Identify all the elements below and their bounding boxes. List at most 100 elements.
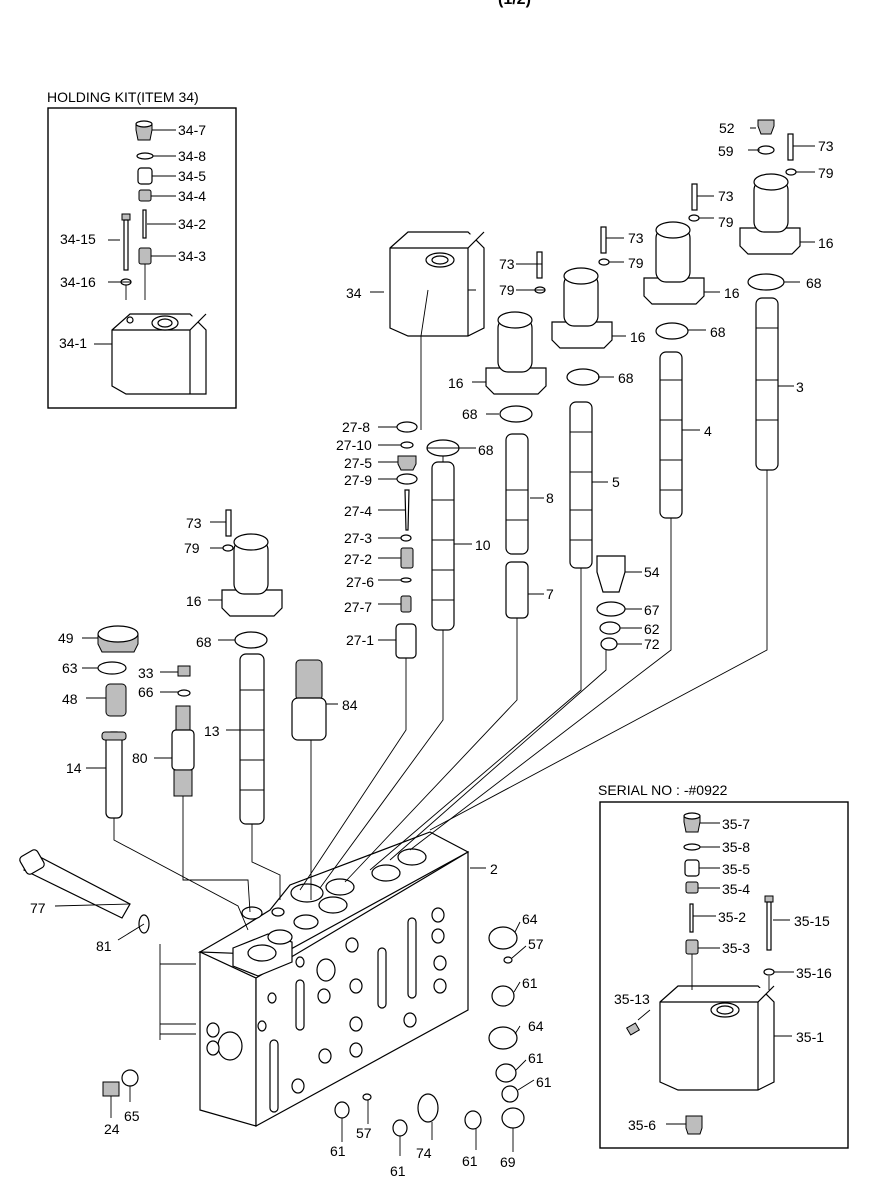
callout-label: 68 bbox=[478, 442, 494, 458]
callout-label: 24 bbox=[104, 1121, 120, 1137]
callout-label: 48 bbox=[62, 691, 78, 707]
callout-label: 73 bbox=[718, 188, 734, 204]
cap-16-c bbox=[551, 267, 613, 349]
callout-label: 13 bbox=[204, 723, 220, 739]
callout-label: 34-15 bbox=[60, 231, 96, 247]
callout-label: 35-4 bbox=[722, 881, 750, 897]
callout-label: 35-6 bbox=[628, 1117, 656, 1133]
callout-label: 16 bbox=[724, 285, 740, 301]
cap-16-e bbox=[221, 533, 283, 617]
callout-labels: 34-734-834-534-434-234-1534-334-1634-134… bbox=[30, 120, 834, 1179]
callout-label: 8 bbox=[546, 490, 554, 506]
callout-label: 35-13 bbox=[614, 991, 650, 1007]
cap-16-a bbox=[739, 173, 801, 255]
callout-label: 72 bbox=[644, 636, 660, 652]
callout-label: 35-5 bbox=[722, 861, 750, 877]
callout-label: 34-2 bbox=[178, 216, 206, 232]
small-parts bbox=[19, 119, 797, 1137]
callout-label: 35-1 bbox=[796, 1029, 824, 1045]
callout-label: 68 bbox=[806, 275, 822, 291]
leader-lines bbox=[54, 127, 815, 1156]
callout-label: 79 bbox=[628, 255, 644, 271]
callout-label: 64 bbox=[528, 1018, 544, 1034]
callout-label: 35-16 bbox=[796, 965, 832, 981]
callout-label: 68 bbox=[462, 406, 478, 422]
callout-label: 79 bbox=[184, 540, 200, 556]
callout-label: 35-15 bbox=[794, 913, 830, 929]
callout-label: 61 bbox=[528, 1050, 544, 1066]
cap-16-d bbox=[485, 311, 547, 395]
callout-label: 27-1 bbox=[346, 632, 374, 648]
callout-label: 16 bbox=[448, 375, 464, 391]
callout-label: 7 bbox=[546, 586, 554, 602]
callout-label: 64 bbox=[522, 911, 538, 927]
callout-label: 16 bbox=[630, 329, 646, 345]
callout-label: 73 bbox=[818, 138, 834, 154]
callout-label: 2 bbox=[490, 861, 498, 877]
callout-label: 79 bbox=[818, 165, 834, 181]
callout-label: 79 bbox=[718, 214, 734, 230]
callout-label: 27-9 bbox=[344, 472, 372, 488]
callout-label: 34-16 bbox=[60, 274, 96, 290]
callout-label: 77 bbox=[30, 900, 46, 916]
callout-label: 34-4 bbox=[178, 188, 206, 204]
callout-label: 3 bbox=[796, 379, 804, 395]
callout-label: 68 bbox=[710, 324, 726, 340]
callout-label: 61 bbox=[390, 1163, 406, 1179]
callout-label: 10 bbox=[475, 537, 491, 553]
callout-label: 34-8 bbox=[178, 148, 206, 164]
callout-label: 34-5 bbox=[178, 168, 206, 184]
serial-title: SERIAL NO : -#0922 bbox=[598, 782, 728, 798]
callout-label: 61 bbox=[462, 1153, 478, 1169]
callout-label: 57 bbox=[356, 1125, 372, 1141]
callout-label: 73 bbox=[628, 230, 644, 246]
callout-label: 49 bbox=[58, 630, 74, 646]
callout-label: 34 bbox=[346, 285, 362, 301]
holding-kit-inset: HOLDING KIT(ITEM 34) bbox=[47, 89, 237, 409]
callout-label: 61 bbox=[330, 1143, 346, 1159]
callout-label: 61 bbox=[522, 975, 538, 991]
callout-label: 35-2 bbox=[718, 909, 746, 925]
callout-label: 27-3 bbox=[344, 530, 372, 546]
callout-label: 27-8 bbox=[342, 419, 370, 435]
callout-label: 34-3 bbox=[178, 248, 206, 264]
callout-label: 4 bbox=[704, 423, 712, 439]
callout-label: 69 bbox=[500, 1154, 516, 1170]
callout-label: 52 bbox=[719, 120, 735, 136]
spools bbox=[101, 297, 779, 825]
callout-label: 34-1 bbox=[59, 335, 87, 351]
callout-label: 27-6 bbox=[346, 574, 374, 590]
callout-label: 79 bbox=[499, 282, 515, 298]
callout-label: 67 bbox=[644, 602, 660, 618]
callout-label: 81 bbox=[96, 938, 112, 954]
callout-label: 54 bbox=[644, 564, 660, 580]
serial-inset: SERIAL NO : -#0922 bbox=[598, 782, 849, 1149]
valve-body bbox=[159, 831, 470, 1128]
callout-label: 66 bbox=[138, 684, 154, 700]
callout-label: 14 bbox=[66, 760, 82, 776]
callout-label: 5 bbox=[612, 474, 620, 490]
callout-label: 35-3 bbox=[722, 940, 750, 956]
callout-label: 59 bbox=[718, 143, 734, 159]
callout-label: 27-4 bbox=[344, 503, 372, 519]
callout-label: 35-7 bbox=[722, 816, 750, 832]
holding-kit-title: HOLDING KIT(ITEM 34) bbox=[47, 89, 199, 105]
callout-label: 84 bbox=[342, 697, 358, 713]
callout-label: 68 bbox=[618, 370, 634, 386]
callout-label: 33 bbox=[138, 665, 154, 681]
block-34 bbox=[389, 231, 485, 337]
callout-label: 35-8 bbox=[722, 839, 750, 855]
caps bbox=[221, 173, 801, 617]
header-title-fragment: (1/2) bbox=[498, 0, 531, 9]
callout-label: 57 bbox=[528, 936, 544, 952]
callout-label: 74 bbox=[416, 1145, 432, 1161]
callout-label: 16 bbox=[818, 235, 834, 251]
callout-label: 73 bbox=[499, 256, 515, 272]
callout-label: 27-7 bbox=[344, 599, 372, 615]
callout-label: 62 bbox=[644, 621, 660, 637]
callout-label: 68 bbox=[196, 634, 212, 650]
callout-label: 27-10 bbox=[336, 437, 372, 453]
callout-label: 16 bbox=[186, 593, 202, 609]
